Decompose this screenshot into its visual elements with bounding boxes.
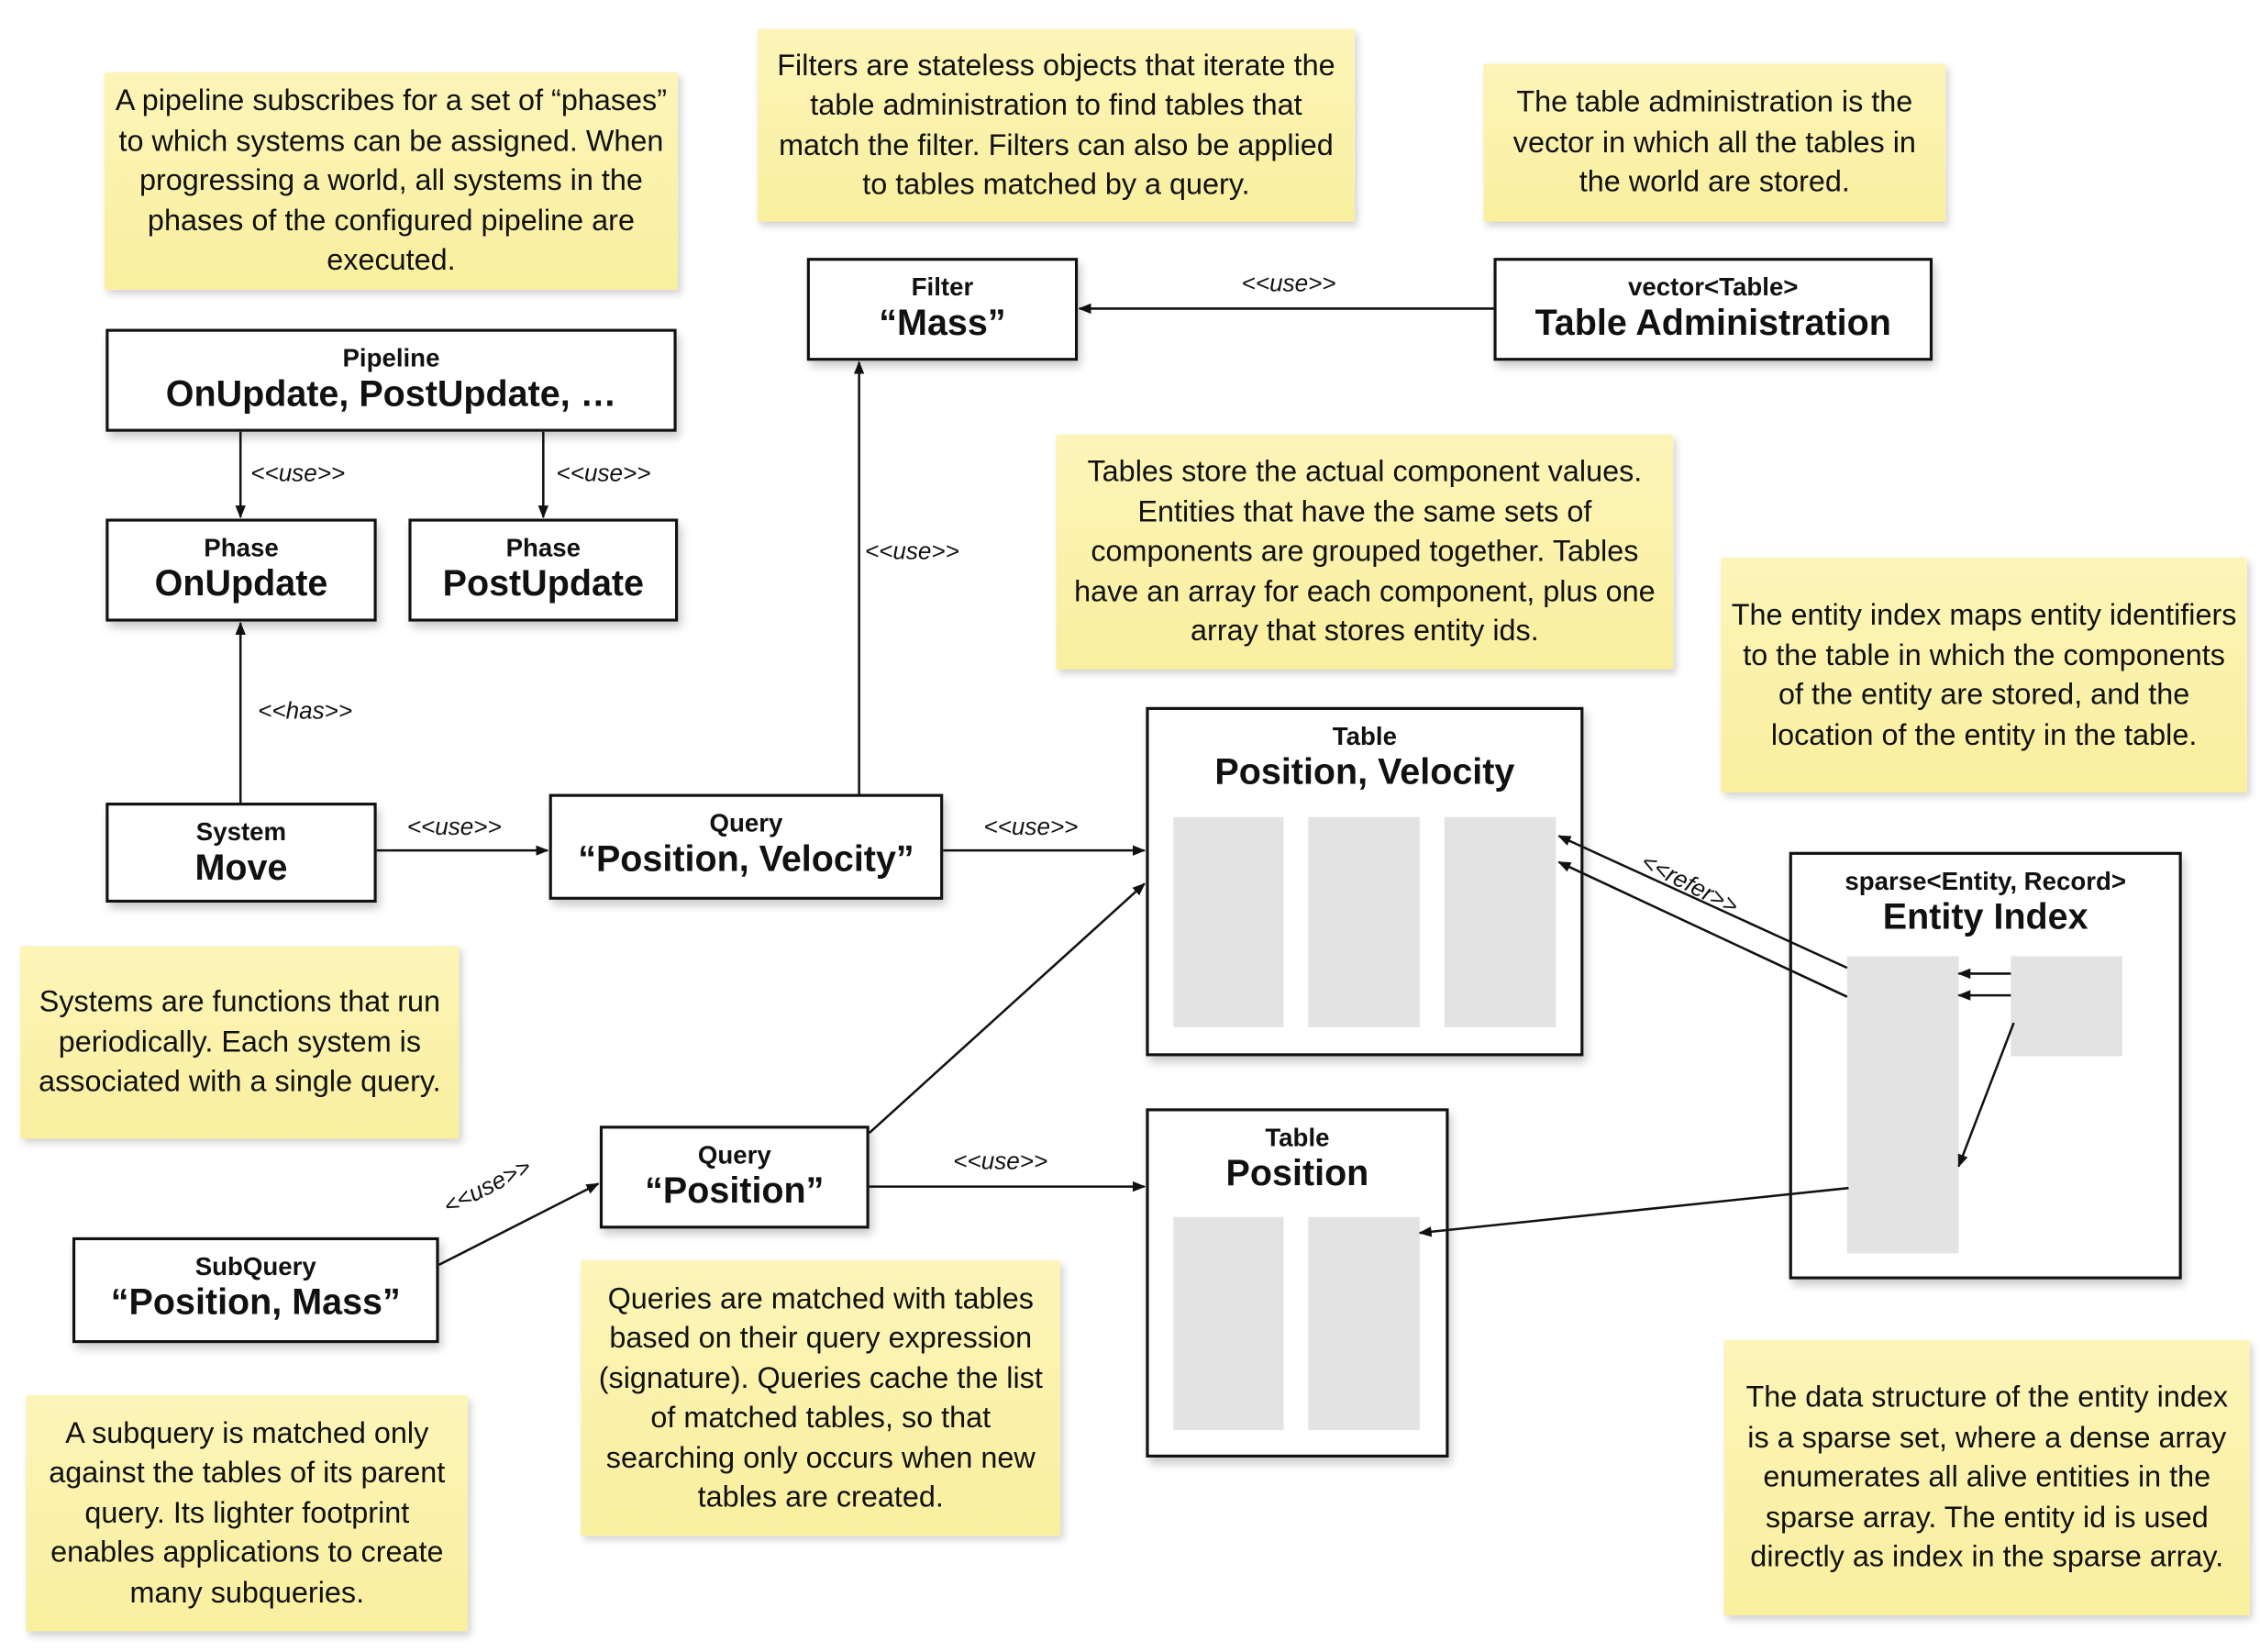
edge-label-has: <<has>> (258, 698, 353, 725)
note-queries: Queries are matched with tables based on… (581, 1260, 1061, 1536)
edge-dense-table-p (1418, 1186, 1849, 1237)
phase-postupdate-box: Phase PostUpdate (408, 518, 679, 622)
subquery-box: SubQuery “Position, Mass” (72, 1236, 439, 1344)
note-systems: Systems are functions that run periodica… (20, 946, 460, 1139)
phase-title: PostUpdate (442, 563, 645, 604)
edge-label-use: <<use>> (406, 814, 502, 841)
component-column (1308, 816, 1420, 1027)
subquery-title: “Position, Mass” (110, 1281, 401, 1324)
edge-subquery-query (438, 1182, 600, 1267)
edge-query-position-table-pv (868, 882, 1146, 1135)
query-label: Query (697, 1140, 771, 1170)
system-title: Move (194, 848, 288, 889)
phase-label: Phase (204, 533, 279, 562)
pipeline-label: Pipeline (342, 343, 440, 372)
filter-mass-box: Filter “Mass” (806, 258, 1079, 361)
edge-label-use: <<use>> (983, 814, 1079, 841)
phase-title: OnUpdate (154, 563, 328, 604)
table-admin-title: Table Administration (1534, 303, 1891, 344)
edge-refer-2 (1557, 860, 1848, 998)
component-column (1173, 1216, 1284, 1430)
edge-sparse-dense-3 (1957, 1022, 2015, 1168)
query-label: Query (709, 808, 783, 837)
edge-label-use: <<use>> (556, 460, 651, 487)
sparse-array (2011, 956, 2122, 1057)
system-move-box: System Move (105, 803, 377, 904)
entity-index-label: sparse<Entity, Record> (1845, 866, 2127, 896)
table-title: Position (1225, 1153, 1369, 1194)
component-column (1173, 816, 1284, 1027)
filter-title: “Mass” (879, 303, 1006, 344)
pipeline-title: OnUpdate, PostUpdate, … (165, 373, 617, 415)
entity-id-column (1308, 1216, 1420, 1430)
note-sparse-set: The data structure of the entity index i… (1723, 1340, 2250, 1616)
entity-id-column (1444, 816, 1557, 1027)
note-entity-index: The entity index maps entity identifiers… (1721, 558, 2247, 793)
edge-label-use: <<use>> (1241, 271, 1336, 297)
note-tables: Tables store the actual component values… (1056, 434, 1674, 670)
table-title: Position, Velocity (1214, 751, 1515, 793)
query-position-velocity-box: Query “Position, Velocity” (548, 793, 944, 900)
note-table-admin: The table administration is the vector i… (1483, 63, 1946, 222)
edge-label-use: <<use>> (250, 460, 346, 487)
system-label: System (195, 816, 287, 847)
table-admin-box: vector<Table> Table Administration (1493, 258, 1933, 361)
edge-label-use: <<use>> (864, 538, 959, 566)
query-title: “Position, Velocity” (578, 838, 914, 880)
filter-label: Filter (911, 272, 974, 302)
table-label: Table (1265, 1123, 1330, 1152)
query-position-box: Query “Position” (599, 1125, 870, 1229)
table-label: Table (1332, 721, 1397, 751)
phase-onupdate-box: Phase OnUpdate (105, 518, 377, 622)
phase-label: Phase (505, 533, 582, 562)
note-pipeline: A pipeline subscribes for a set of “phas… (104, 72, 679, 290)
entity-index-title: Entity Index (1882, 896, 2088, 937)
note-filters: Filters are stateless objects that itera… (758, 28, 1355, 222)
edge-refer-1 (1557, 835, 1848, 970)
pipeline-box: Pipeline OnUpdate, PostUpdate, … (105, 328, 677, 432)
query-title: “Position” (645, 1170, 825, 1212)
dense-array (1846, 956, 1959, 1254)
table-admin-label: vector<Table> (1628, 272, 1799, 302)
subquery-label: SubQuery (194, 1251, 316, 1281)
note-subquery: A subquery is matched only against the t… (26, 1395, 469, 1632)
edge-label-use: <<use>> (953, 1148, 1048, 1175)
